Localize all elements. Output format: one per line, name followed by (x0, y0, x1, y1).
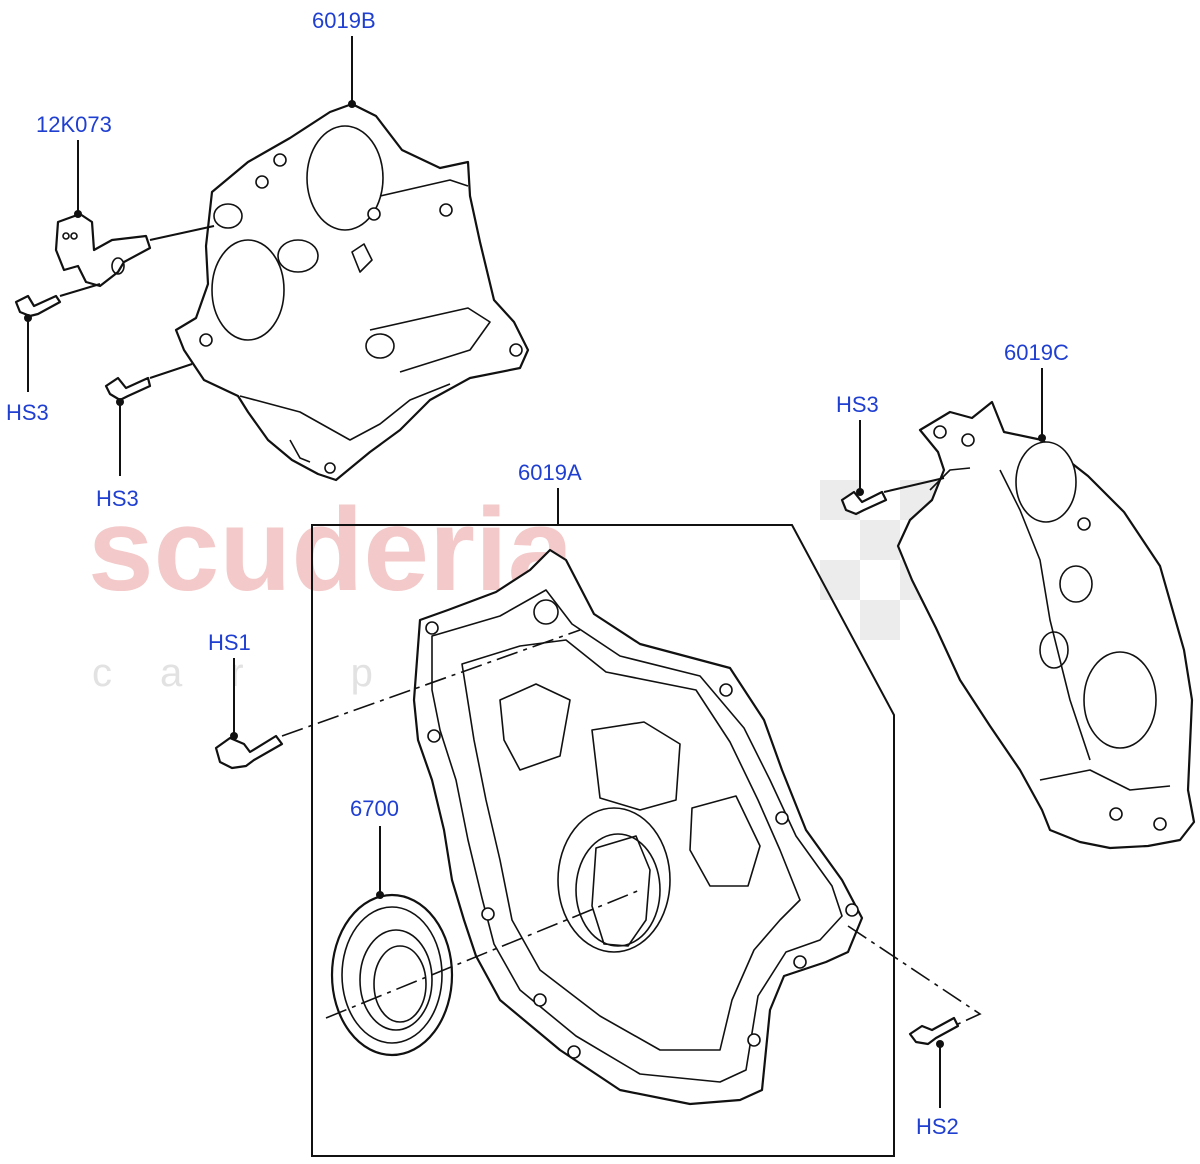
label-hs1: HS1 (208, 630, 251, 655)
label-hs3-upper: HS3 (96, 486, 139, 511)
crankshaft-sensor (54, 212, 152, 288)
lower-bore (211, 239, 285, 341)
right-upper-bore (1015, 441, 1077, 523)
label-6019a: 6019A (518, 460, 582, 485)
bolt-front-top (214, 734, 284, 770)
timing-cover-right (896, 400, 1196, 850)
label-12k073: 12K073 (36, 112, 112, 137)
upper-bore (306, 125, 384, 231)
label-6019b: 6019B (312, 8, 376, 33)
label-hs2: HS2 (916, 1114, 959, 1139)
bolt-upper-cover (104, 376, 152, 402)
front-cover-frame (311, 524, 895, 1157)
label-6700: 6700 (350, 796, 399, 821)
sensor-port (213, 203, 243, 229)
right-lower-bore (1083, 651, 1157, 749)
label-6019c: 6019C (1004, 340, 1069, 365)
timing-cover-front (412, 548, 864, 1106)
crank-seal (330, 893, 454, 1057)
part-labels: 6019B 12K073 HS3 HS3 6019C HS3 6019A HS1… (6, 8, 1069, 1139)
label-hs3-sensor: HS3 (6, 400, 49, 425)
leader-lines (24, 36, 1046, 1108)
label-hs3-right: HS3 (836, 392, 879, 417)
bolt-front-bottom (908, 1016, 960, 1046)
timing-cover-upper (174, 102, 530, 482)
sensor-boss (277, 239, 319, 273)
crank-bore (557, 807, 671, 953)
bolt-right-cover (840, 490, 888, 516)
bolt-sensor (14, 294, 62, 318)
